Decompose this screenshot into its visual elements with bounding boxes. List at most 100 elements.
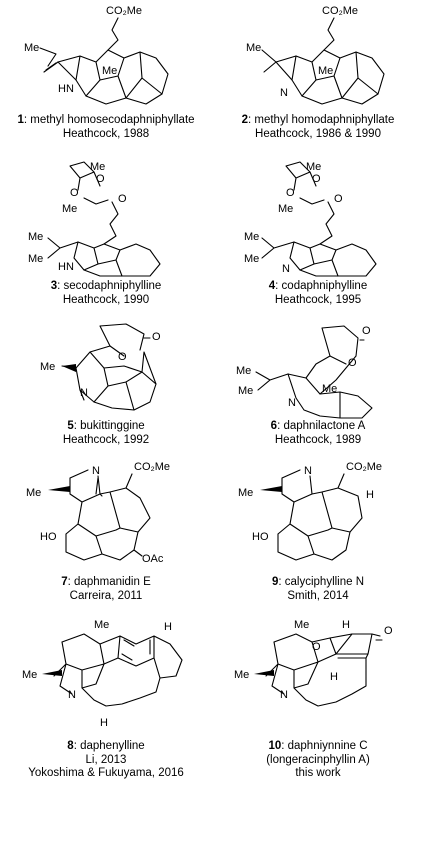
credit-line: Carreira, 2011 <box>69 589 143 602</box>
oxygen-label-3: O <box>334 193 343 205</box>
methyl-label-1: Me <box>28 231 43 243</box>
compound-number: 3 <box>50 280 58 292</box>
credit-line: Heathcock, 1986 & 1990 <box>255 127 381 140</box>
compound-5-caption: 5: bukittinggine Heathcock, 1992 <box>0 420 212 447</box>
compound-number: 6 <box>270 420 278 432</box>
compound-8-cell: Me H Me N H 8: daphenylline Li, 2013 Yok… <box>0 614 212 854</box>
methyl-label: Me <box>26 487 41 499</box>
methyl-label-2: Me <box>318 65 333 77</box>
compound-10-structure: Me O O H Me N H <box>212 614 424 732</box>
compound-10-caption: 10: daphniynnine C (longeracinphyllin A)… <box>212 740 424 781</box>
methyl-label-1: Me <box>246 42 261 54</box>
hydrogen-label: H <box>366 489 374 501</box>
ester-label: CO₂Me <box>134 461 170 473</box>
compound-name: codaphniphylline <box>281 280 368 292</box>
compound-9-caption: 9: calyciphylline N Smith, 2014 <box>212 576 424 603</box>
credit-line: Heathcock, 1988 <box>62 127 150 140</box>
credit-line: Heathcock, 1990 <box>62 293 150 306</box>
compound-7-cell: N CO₂Me Me HO OAc 7: daphmanidin E Carre… <box>0 456 212 606</box>
oxygen-label-1: O <box>96 173 105 185</box>
n-label: N <box>304 465 312 477</box>
compound-name: daphnilactone A <box>283 420 366 432</box>
methyl-label-2: Me <box>102 65 117 77</box>
compound-5-structure: O O Me N <box>0 316 212 420</box>
n-label: N <box>80 387 88 399</box>
methyl-label-top: Me <box>294 619 309 631</box>
methyl-label-2: Me <box>244 253 259 265</box>
compound-9-cell: N CO₂Me H Me HO 9: calyciphylline N Smit… <box>212 456 424 606</box>
compound-2-caption: 2: methyl homodaphniphyllate Heathcock, … <box>212 114 424 141</box>
compound-4-structure: Me O O O Me Me Me N <box>212 158 424 280</box>
methyl-label-2: Me <box>28 253 43 265</box>
n-label: N <box>280 689 288 701</box>
compound-name: bukittinggine <box>80 420 145 432</box>
hydrogen-label-top: H <box>342 619 350 631</box>
hydroxyl-label: HO <box>252 531 269 543</box>
methyl-label-mid: Me <box>278 203 293 215</box>
compound-4-cell: Me O O O Me Me Me N 4: codaphniphylline … <box>212 158 424 308</box>
compound-number: 4 <box>268 280 276 292</box>
oxygen-label-carbonyl: O <box>152 331 161 343</box>
methyl-label: Me <box>40 361 55 373</box>
compound-6-caption: 6: daphnilactone A Heathcock, 1989 <box>212 420 424 447</box>
oxygen-label-3: O <box>118 193 127 205</box>
credit-line-1: Li, 2013 <box>85 753 127 766</box>
compound-number: 8 <box>67 740 74 752</box>
credit-line-2: Yokoshima & Fukuyama, 2016 <box>28 767 184 779</box>
methyl-label: Me <box>234 669 249 681</box>
compound-name: daphmanidin E <box>74 576 151 588</box>
compound-2-structure: CO₂Me Me Me N <box>212 0 424 118</box>
stereo-wedge <box>260 486 282 492</box>
n-label: N <box>68 689 76 701</box>
compound-name: methyl homodaphniphyllate <box>254 114 395 126</box>
compound-8-structure: Me H Me N H <box>0 614 212 732</box>
compound-name: secodaphniphylline <box>63 280 162 292</box>
compound-number: 1 <box>17 114 24 126</box>
compound-2-cell: CO₂Me Me Me N 2: methyl homodaphniphylla… <box>212 0 424 142</box>
methyl-label-1: Me <box>236 365 251 377</box>
compound-name: daphniynnine C <box>287 740 368 752</box>
credit-line-2: this work <box>295 767 341 779</box>
stereo-wedge <box>42 670 62 676</box>
compound-name: daphenylline <box>80 740 145 752</box>
compound-number: 10 <box>268 740 282 752</box>
oxygen-label-2: O <box>384 625 393 637</box>
methyl-label-1: Me <box>244 231 259 243</box>
acetate-label: OAc <box>142 553 164 565</box>
compound-number: 5 <box>67 420 74 432</box>
n-label: N <box>282 263 290 275</box>
compound-5-cell: O O Me N 5: bukittinggine Heathcock, 199… <box>0 316 212 450</box>
compound-number: 2 <box>241 114 248 126</box>
oxygen-label-2: O <box>70 187 79 199</box>
credit-line: Heathcock, 1992 <box>62 433 150 446</box>
oxygen-label-2: O <box>286 187 295 199</box>
credit-line: Heathcock, 1989 <box>274 433 362 446</box>
compound-7-structure: N CO₂Me Me HO OAc <box>0 456 212 578</box>
compound-number: 9 <box>271 576 279 588</box>
methyl-label: Me <box>238 487 253 499</box>
credit-line: Heathcock, 1995 <box>274 293 362 306</box>
credit-line: Smith, 2014 <box>287 589 349 602</box>
compound-name: methyl homosecodaphniphyllate <box>30 114 195 126</box>
hydrogen-label-bottom: H <box>100 717 108 729</box>
n-label: N <box>280 87 288 99</box>
compound-1-cell: CO₂Me Me Me HN 1: methyl homosecodaphnip… <box>0 0 212 142</box>
hydrogen-label-top: H <box>164 621 172 633</box>
oxygen-label-1: O <box>312 641 321 653</box>
compound-4-caption: 4: codaphniphylline Heathcock, 1995 <box>212 280 424 307</box>
compound-6-cell: O O Me Me Me N 6: daphnilactone A Heathc… <box>212 316 424 450</box>
hydrogen-label-mid: H <box>330 671 338 683</box>
methyl-label-3: Me <box>322 383 337 395</box>
compound-8-caption: 8: daphenylline Li, 2013 Yokoshima & Fuk… <box>0 740 212 781</box>
methyl-label-top: Me <box>94 619 109 631</box>
oxygen-label-ring: O <box>118 351 127 363</box>
nh-label: HN <box>58 83 74 95</box>
ester-label: CO₂Me <box>106 5 142 17</box>
compound-6-structure: O O Me Me Me N <box>212 316 424 420</box>
methyl-label-mid: Me <box>62 203 77 215</box>
compound-3-caption: 3: secodaphniphylline Heathcock, 1990 <box>0 280 212 307</box>
compound-10-cell: Me O O H Me N H 10: daphniynnine C (long… <box>212 614 424 854</box>
methyl-label-2: Me <box>238 385 253 397</box>
stereo-wedge <box>254 670 274 676</box>
n-label: N <box>288 397 296 409</box>
